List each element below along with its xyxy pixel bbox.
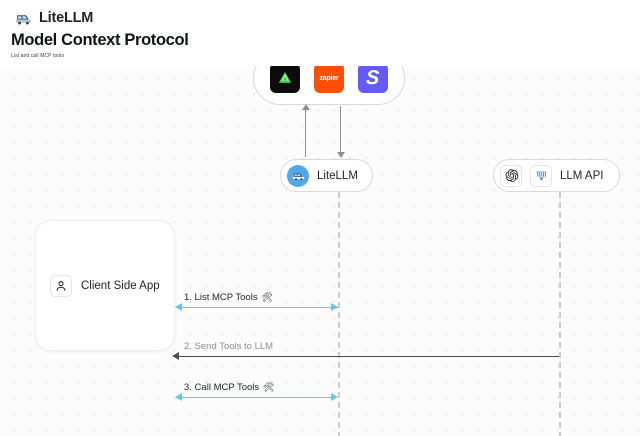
message-send-tools-to-llm-line — [178, 356, 559, 357]
message-call-mcp-tools-arrowhead-left — [175, 393, 182, 401]
brand: LiteLLM — [14, 8, 93, 27]
stripe-letter: S — [365, 67, 381, 89]
message-call-mcp-tools-line — [181, 397, 332, 398]
litellm-avatar-icon — [287, 164, 309, 187]
message-1-text: 1. List MCP Tools — [184, 292, 258, 303]
message-call-mcp-tools-label: 3. Call MCP Tools 🛠 — [184, 382, 275, 393]
litellm-logo-icon — [14, 8, 33, 27]
hammer-and-wrench-icon: 🛠 — [261, 292, 274, 302]
message-send-tools-to-llm-label: 2. Send Tools to LLM — [184, 341, 273, 352]
anthropic-logo-icon — [530, 164, 552, 187]
node-client-side-app-label: Client Side App — [81, 279, 160, 292]
flow-litellm-to-tools-arrowhead — [301, 104, 310, 110]
message-list-mcp-tools-line — [181, 307, 338, 308]
diagram-canvas: MCP Tools zapier S — [0, 66, 640, 436]
lifeline-llm-api — [559, 192, 561, 436]
node-llm-api-label: LLM API — [560, 169, 604, 182]
openai-logo-icon — [500, 164, 522, 187]
flow-litellm-to-tools-line — [305, 106, 306, 157]
flow-tools-to-litellm-arrowhead — [336, 152, 345, 158]
zapier-wordmark: zapier — [319, 74, 339, 82]
message-2-text: 2. Send Tools to LLM — [184, 341, 274, 352]
hammer-and-wrench-icon: 🛠 — [263, 382, 275, 392]
node-litellm[interactable]: LiteLLM — [280, 159, 373, 192]
message-list-mcp-tools-arrowhead-left — [175, 303, 182, 311]
message-send-tools-to-llm-arrowhead-left — [172, 352, 179, 360]
brand-name: LiteLLM — [39, 9, 94, 26]
node-client-side-app[interactable]: Client Side App — [35, 220, 175, 351]
user-person-icon — [50, 274, 72, 297]
stripe-tool-icon[interactable]: S — [358, 66, 388, 93]
page-subtitle: List and call MCP tools — [11, 53, 65, 59]
message-list-mcp-tools-label: 1. List MCP Tools 🛠 — [184, 292, 273, 303]
zapier-tool-icon[interactable]: zapier — [314, 66, 344, 93]
node-llm-api[interactable]: LLM API — [493, 159, 621, 192]
flow-tools-to-litellm-line — [340, 106, 341, 157]
message-3-text: 3. Call MCP Tools — [184, 382, 260, 393]
linear-tool-icon[interactable] — [270, 66, 300, 93]
node-litellm-label: LiteLLM — [317, 169, 358, 182]
lifeline-litellm — [338, 192, 340, 436]
message-list-mcp-tools-arrowhead-right — [331, 303, 338, 311]
mcp-tools-group: zapier S — [253, 66, 405, 105]
page-title: Model Context Protocol — [11, 31, 189, 49]
message-call-mcp-tools-arrowhead-right — [331, 393, 338, 401]
